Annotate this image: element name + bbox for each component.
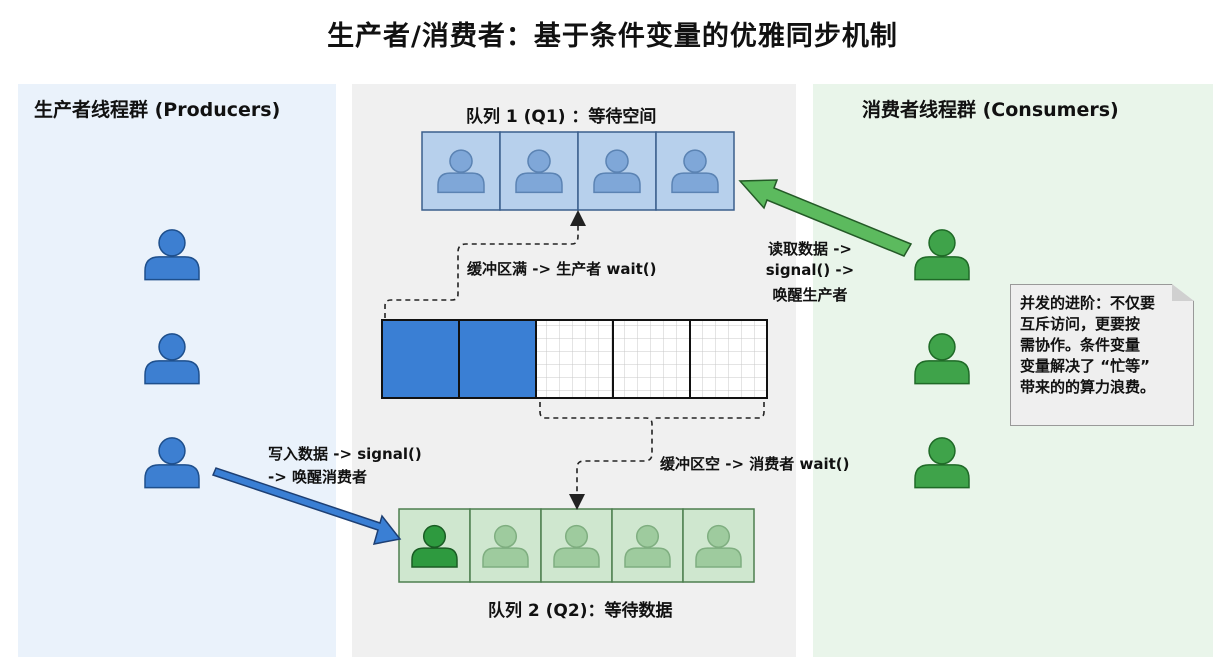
buffer-empty-label: 缓冲区空 -> 消费者 wait() xyxy=(660,455,850,473)
queue-1 xyxy=(421,131,735,211)
queue-2-active-consumer-icon xyxy=(411,524,458,568)
consumers-header: 消费者线程群 (Consumers) xyxy=(862,99,1119,121)
consumer-icon xyxy=(914,229,970,281)
producer-icon xyxy=(144,437,200,489)
producer-icon xyxy=(144,229,200,281)
buffer-empty-dashed-line xyxy=(539,402,653,510)
buffer-empty-dashed-line-right xyxy=(652,402,765,419)
explanation-note: 并发的进阶：不仅要 互斥访问，更要按 需协作。条件变量 变量解决了 “忙等” 带… xyxy=(1010,284,1194,426)
write-label-line1: 写入数据 -> signal() xyxy=(268,445,422,463)
queue-2-waiting-consumer-icon xyxy=(482,524,529,568)
queue-2-waiting-consumer-icon xyxy=(624,524,671,568)
queue-1-waiting-producer-icon xyxy=(593,149,641,194)
buffer-slot-empty xyxy=(535,319,614,399)
queue-1-waiting-producer-icon xyxy=(671,149,719,194)
buffer-full-dashed-line xyxy=(384,210,586,318)
consumer-icon xyxy=(914,437,970,489)
consumer-icon xyxy=(914,333,970,385)
buffer-full-label: 缓冲区满 -> 生产者 wait() xyxy=(467,260,657,278)
producer-icon xyxy=(144,333,200,385)
queue-1-waiting-producer-icon xyxy=(437,149,485,194)
queue-2-waiting-consumer-icon xyxy=(553,524,600,568)
buffer-slot-empty xyxy=(612,319,691,399)
buffer-slot-filled xyxy=(458,319,537,399)
consumer-icons xyxy=(914,229,970,489)
read-signal-arrow xyxy=(738,179,913,257)
read-label-line1: 读取数据 -> xyxy=(767,240,853,258)
buffer-slot-filled xyxy=(381,319,460,399)
queue-2-label: 队列 2 (Q2)：等待数据 xyxy=(488,601,673,621)
producer-icons xyxy=(144,229,200,489)
read-label-line3: 唤醒生产者 xyxy=(772,286,848,304)
write-signal-arrow xyxy=(211,467,402,545)
page-title: 生产者/消费者：基于条件变量的优雅同步机制 xyxy=(327,21,898,52)
queue-2 xyxy=(398,508,755,583)
queue-2-waiting-consumer-icon xyxy=(695,524,742,568)
producers-header: 生产者线程群 (Producers) xyxy=(34,99,281,121)
queue-1-waiting-producer-icon xyxy=(515,149,563,194)
buffer-slot-empty xyxy=(689,319,768,399)
write-label-line2: -> 唤醒消费者 xyxy=(268,468,368,486)
buffer xyxy=(381,319,768,399)
queue-1-label: 队列 1 (Q1) ：等待空间 xyxy=(466,107,657,127)
read-label-line2: signal() -> xyxy=(765,261,855,279)
